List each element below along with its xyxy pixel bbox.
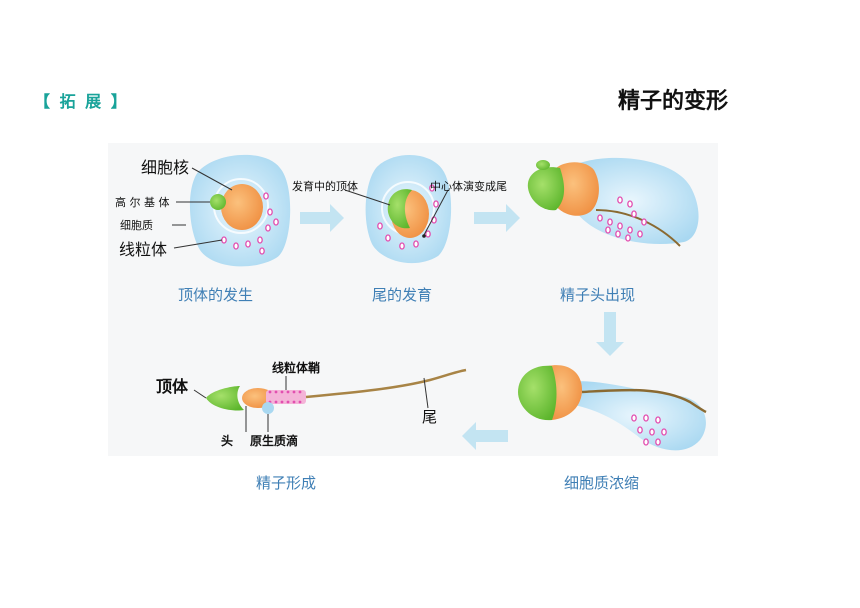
arrow-down-icon — [596, 312, 624, 356]
label-droplet: 原生质滴 — [250, 433, 298, 448]
sperm-tail — [305, 368, 467, 399]
stage5-sperm: 顶体 线粒体鞘 尾 头 原生质滴 — [156, 360, 467, 448]
stage4-cell — [518, 365, 707, 451]
caption-stage3: 精子头出现 — [560, 286, 636, 304]
label-head: 头 — [221, 433, 233, 448]
label-mito-sheath: 线粒体鞘 — [272, 360, 320, 375]
caption-stage5: 精子形成 — [256, 474, 317, 492]
page-title: 精子的变形 — [618, 89, 729, 114]
arrow-right-icon — [300, 204, 344, 232]
label-cytoplasm: 细胞质 — [120, 219, 153, 232]
stage1-cell: 细胞核 高 尔 基 体 细胞质 线粒体 — [115, 154, 291, 267]
sperm-midpiece — [266, 390, 306, 404]
caption-stage2: 尾的发育 — [372, 286, 433, 304]
stage1-golgi — [210, 194, 226, 210]
caption-stage4: 细胞质浓缩 — [564, 474, 640, 492]
expand-tag: 【 拓 展 】 — [34, 92, 129, 111]
label-nucleus: 细胞核 — [141, 158, 189, 177]
stage2-cell: 发育中的顶体 中心体演变成尾 — [292, 154, 507, 264]
sperm-acrosome — [206, 386, 244, 411]
cytoplasmic-droplet — [262, 402, 274, 414]
arrow-left-icon — [462, 422, 508, 450]
caption-stage1: 顶体的发生 — [178, 286, 254, 304]
stage1-nucleus — [221, 184, 263, 230]
label-tail: 尾 — [422, 408, 437, 426]
label-golgi: 高 尔 基 体 — [115, 195, 170, 209]
label-mitochondria: 线粒体 — [119, 240, 167, 259]
stage1-mitochondria — [221, 192, 279, 255]
arrow-right-icon — [474, 204, 520, 232]
label-centriole: 中心体演变成尾 — [430, 179, 507, 193]
label-developing-acrosome: 发育中的顶体 — [292, 179, 358, 193]
stage3-cell — [527, 157, 699, 247]
label-acrosome: 顶体 — [156, 377, 189, 396]
